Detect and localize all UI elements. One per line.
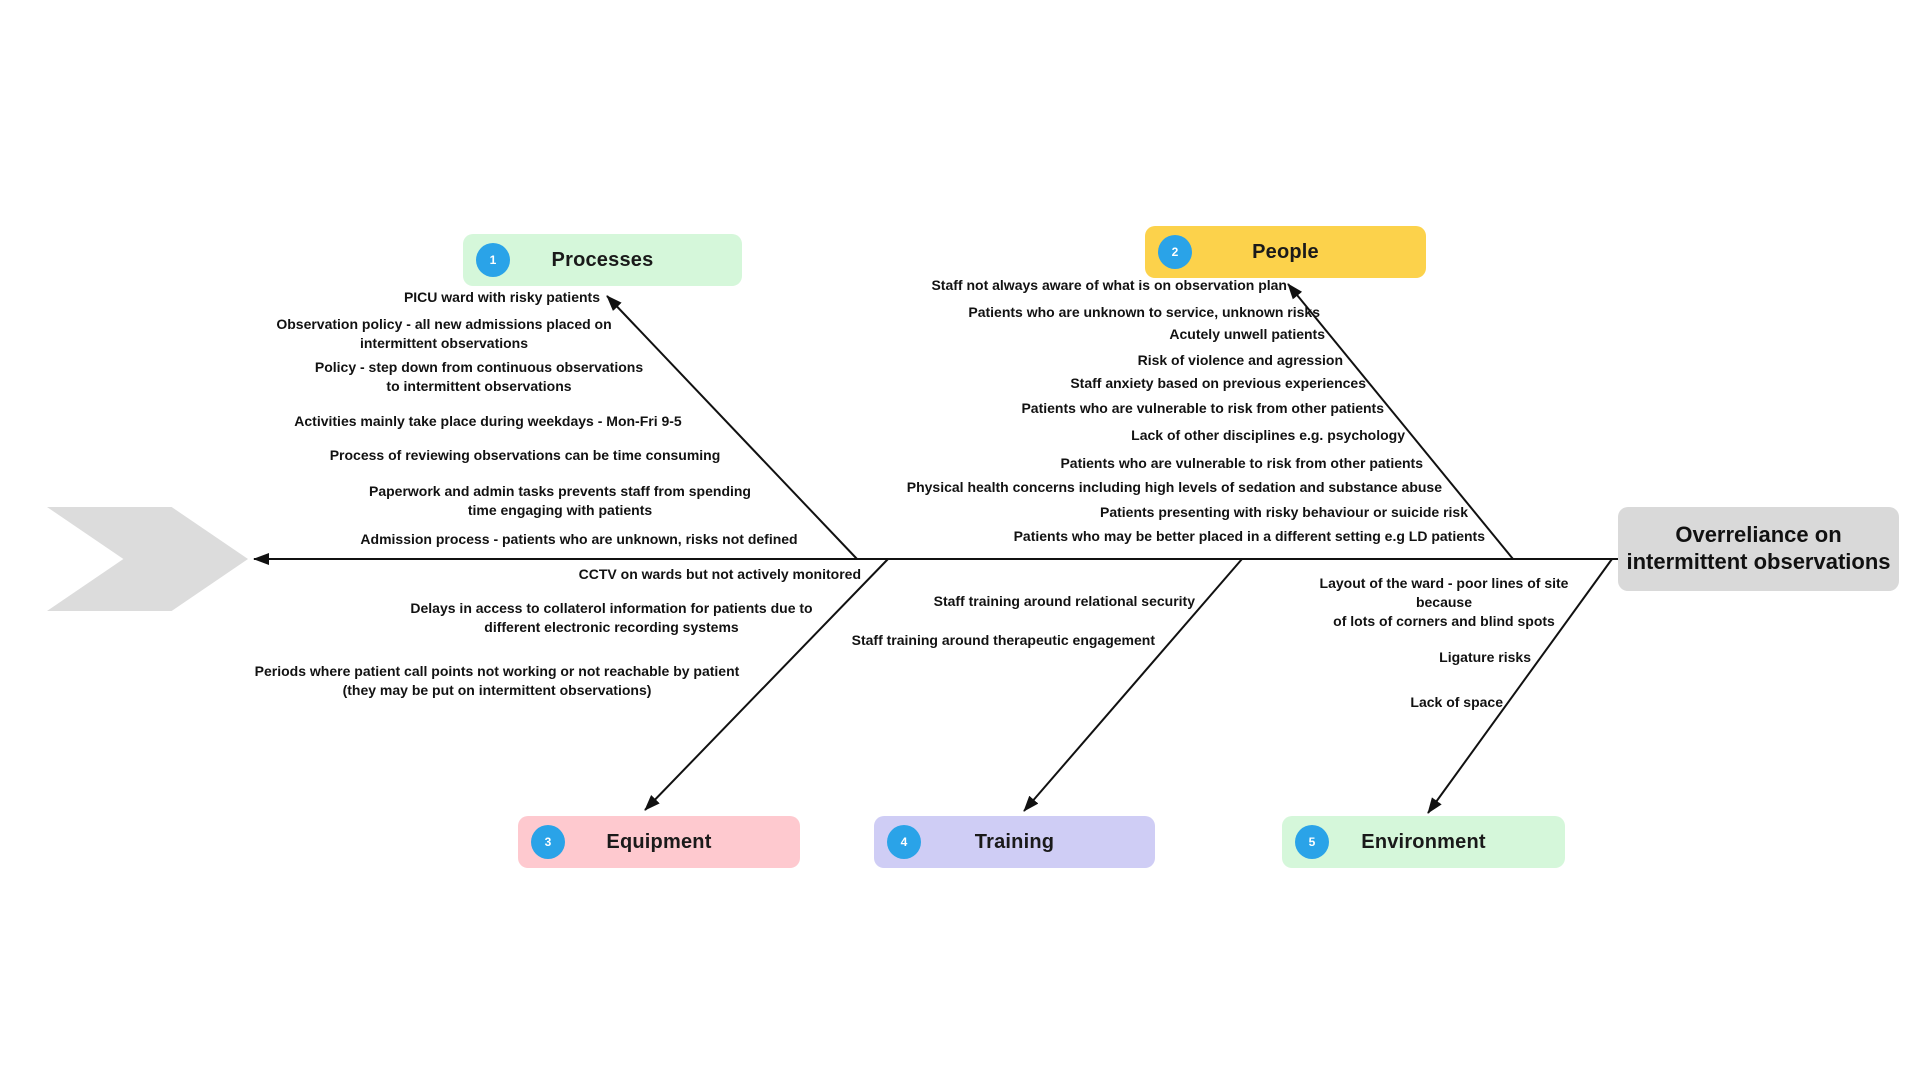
effect-box: Overreliance on intermittent observation…: [1618, 507, 1899, 591]
category-people: 2 People: [1145, 226, 1426, 278]
cause-training-1: Staff training around therapeutic engage…: [851, 632, 1155, 648]
cause-training-0: Staff training around relational securit…: [933, 593, 1195, 609]
cause-people-3: Risk of violence and agression: [1137, 352, 1343, 368]
cause-processes-2: Policy - step down from continuous obser…: [314, 359, 644, 394]
cause-processes-4: Process of reviewing observations can be…: [329, 447, 721, 463]
category-equipment: 3 Equipment: [518, 816, 800, 868]
cause-people-4: Staff anxiety based on previous experien…: [1070, 375, 1366, 391]
cause-processes-0: PICU ward with risky patients: [403, 289, 600, 305]
category-environment: 5 Environment: [1282, 816, 1565, 868]
cause-people-8: Physical health concerns including high …: [906, 479, 1442, 495]
cause-environment-2: Lack of space: [1410, 694, 1503, 710]
category-label: Processes: [551, 248, 654, 271]
category-label: People: [1252, 240, 1319, 263]
cause-people-10: Patients who may be better placed in a d…: [1013, 528, 1485, 544]
cause-people-0: Staff not always aware of what is on obs…: [931, 277, 1287, 293]
category-label: Training: [974, 830, 1055, 853]
cause-equipment-0: CCTV on wards but not actively monitored: [578, 566, 861, 582]
cause-people-7: Patients who are vulnerable to risk from…: [1060, 455, 1423, 471]
category-number-badge: 3: [531, 825, 565, 859]
cause-environment-1: Ligature risks: [1439, 649, 1531, 665]
cause-processes-6: Admission process - patients who are unk…: [360, 531, 798, 547]
category-processes: 1 Processes: [463, 234, 742, 286]
category-label: Equipment: [606, 830, 712, 853]
category-label: Environment: [1361, 830, 1486, 853]
fish-head-chevron: [47, 507, 248, 611]
cause-equipment-2: Periods where patient call points not wo…: [254, 663, 740, 698]
cause-people-2: Acutely unwell patients: [1169, 326, 1325, 342]
cause-processes-1: Observation policy - all new admissions …: [276, 316, 612, 351]
cause-people-6: Lack of other disciplines e.g. psycholog…: [1131, 427, 1405, 443]
category-number-badge: 1: [476, 243, 510, 277]
cause-people-1: Patients who are unknown to service, unk…: [968, 304, 1320, 320]
cause-equipment-1: Delays in access to collaterol informati…: [410, 600, 813, 635]
category-number-badge: 5: [1295, 825, 1329, 859]
cause-people-5: Patients who are vulnerable to risk from…: [1021, 400, 1384, 416]
cause-processes-3: Activities mainly take place during week…: [294, 413, 682, 429]
cause-environment-0: Layout of the ward - poor lines of site …: [1319, 575, 1569, 629]
cause-processes-5: Paperwork and admin tasks prevents staff…: [369, 483, 751, 518]
category-number-badge: 4: [887, 825, 921, 859]
cause-people-9: Patients presenting with risky behaviour…: [1100, 504, 1468, 520]
category-number-badge: 2: [1158, 235, 1192, 269]
category-training: 4 Training: [874, 816, 1155, 868]
